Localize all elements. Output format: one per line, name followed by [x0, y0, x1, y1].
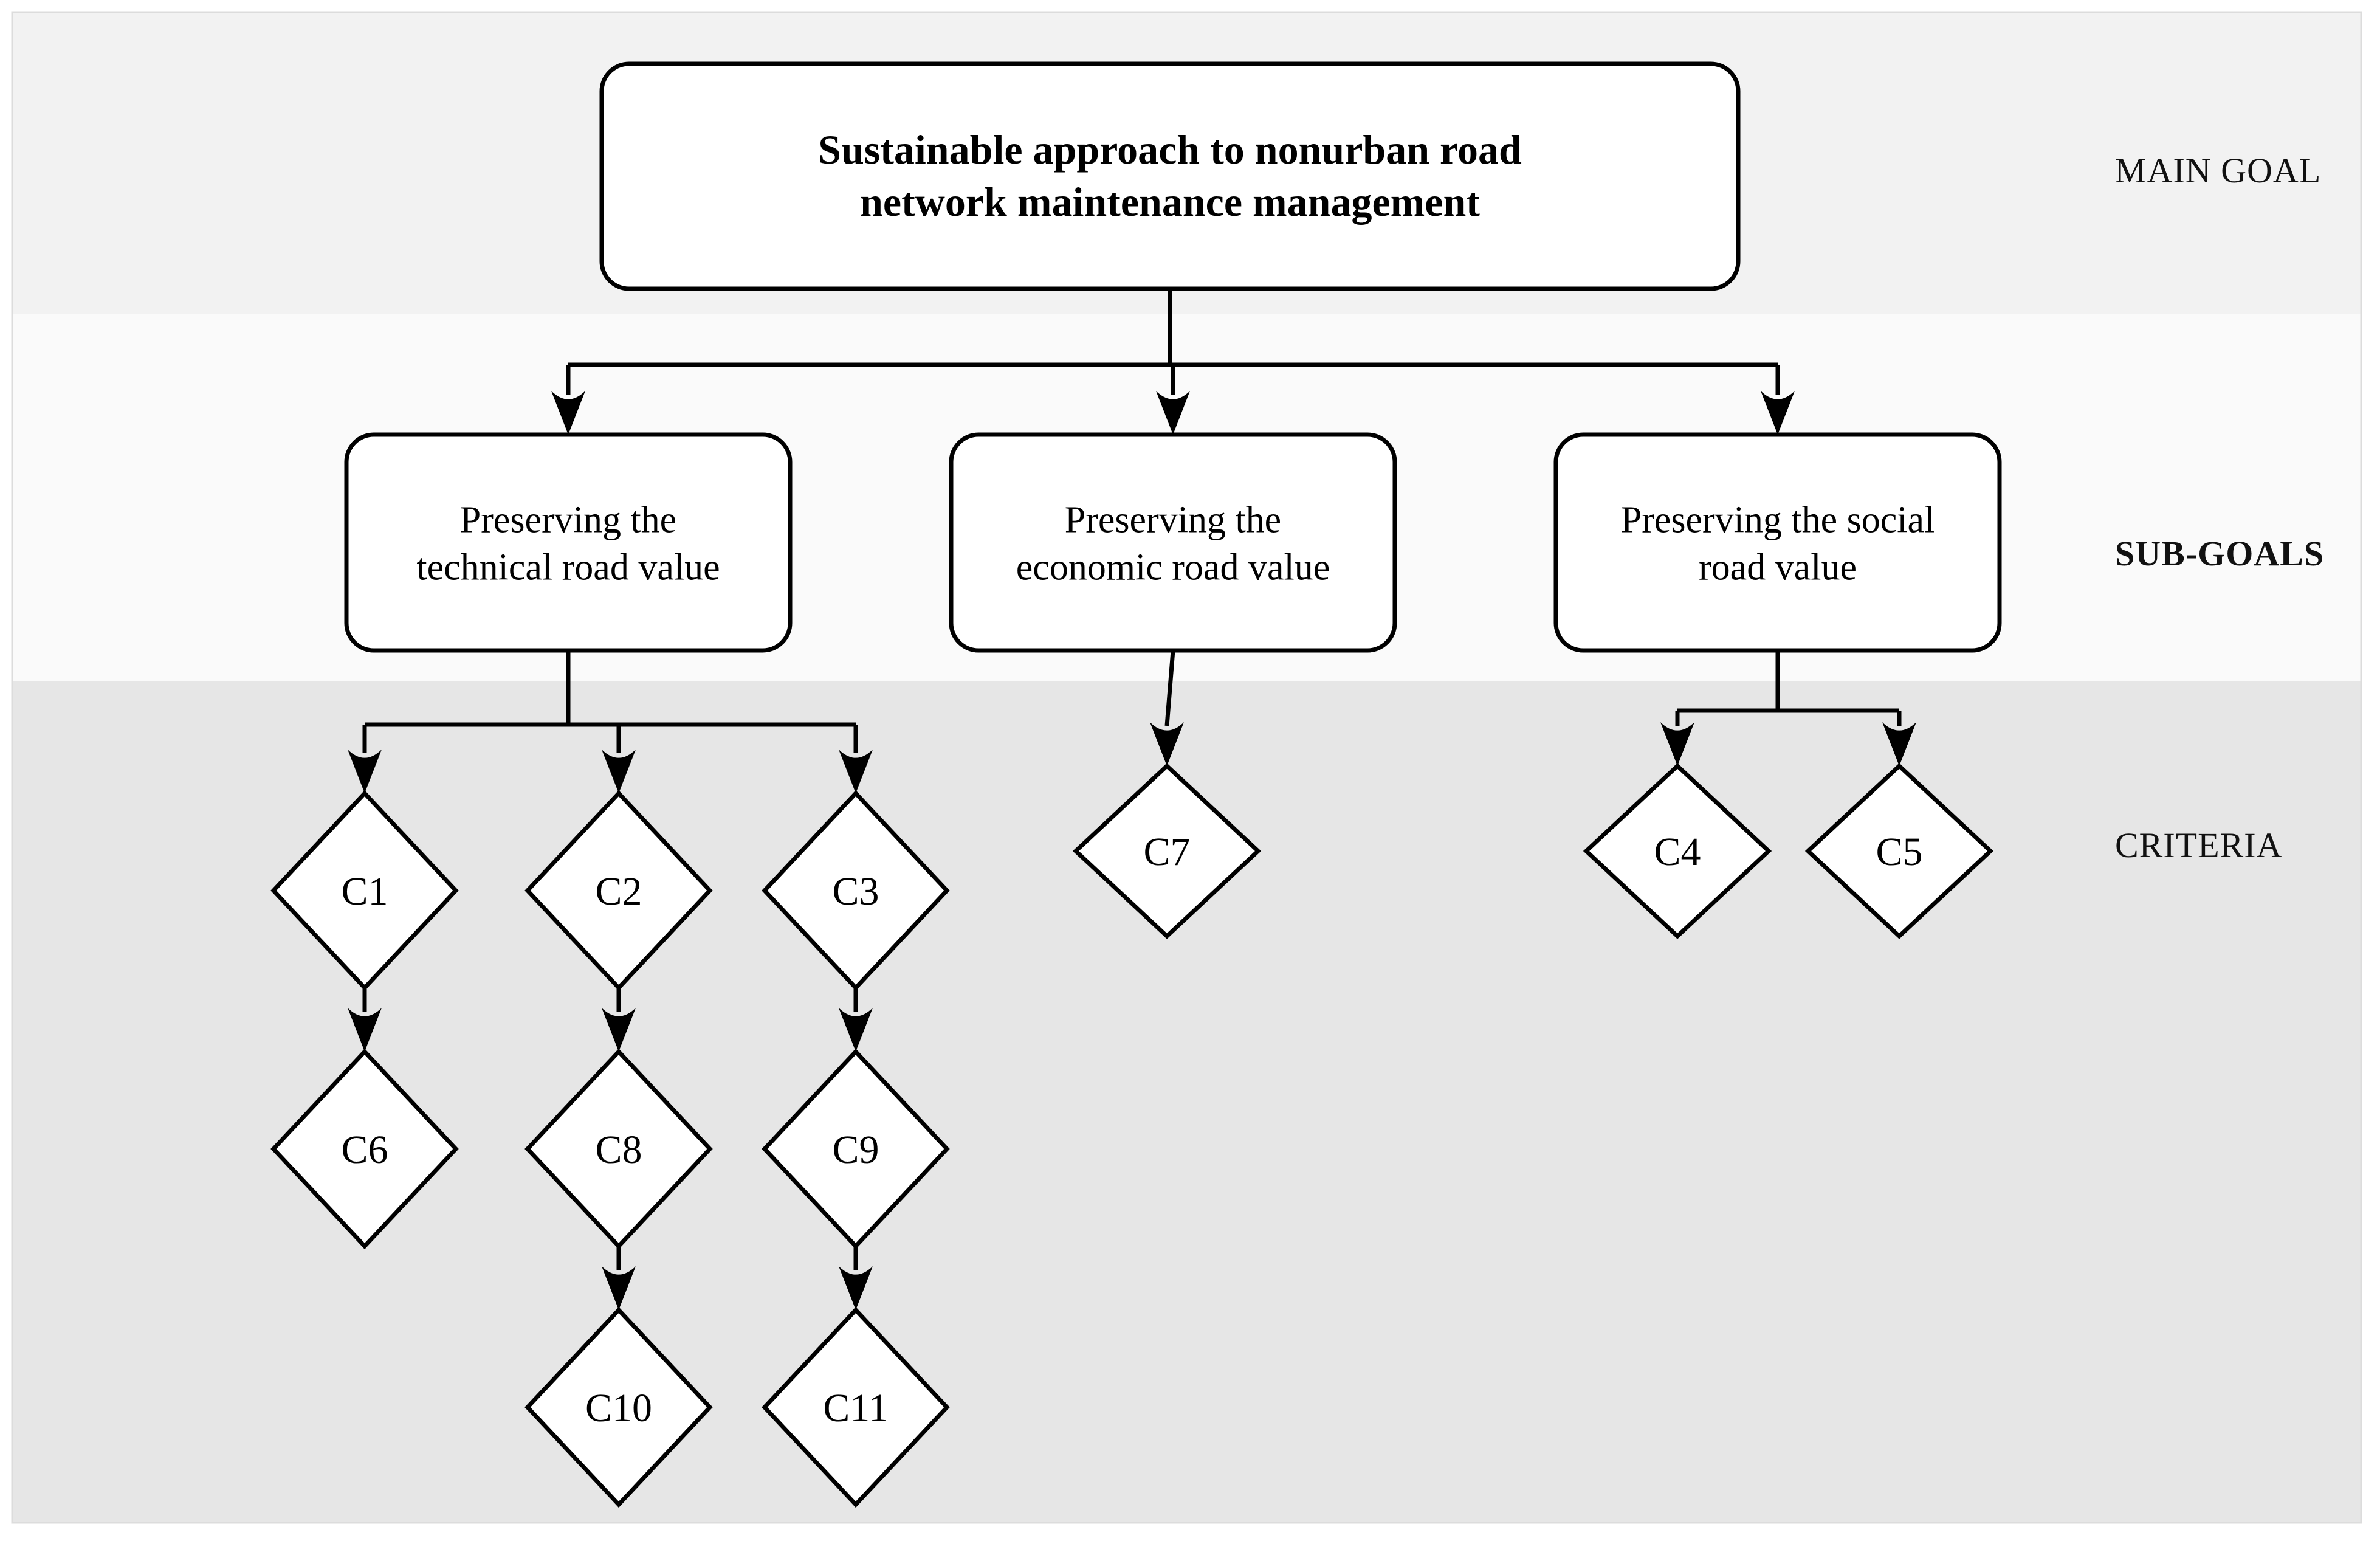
subgoal-box-technical[interactable] — [344, 432, 793, 653]
subgoal-economic-line-1: Preserving the — [1065, 500, 1281, 541]
criterion-label-c5: C5 — [1876, 830, 1922, 874]
criterion-label-c2: C2 — [595, 869, 642, 914]
node-main-goal[interactable]: Sustainable approach to nonurban road ne… — [599, 61, 1741, 291]
criterion-node-c2[interactable]: C2 — [524, 790, 713, 991]
criterion-label-c9: C9 — [832, 1128, 879, 1172]
criterion-label-c10: C10 — [585, 1386, 652, 1430]
arrowhead-c1-to-c6 — [348, 1008, 382, 1052]
subgoal-technical-line-2: technical road value — [416, 547, 720, 588]
criterion-label-c1: C1 — [341, 869, 388, 914]
main-goal-box[interactable] — [599, 61, 1741, 291]
criterion-node-c1[interactable]: C1 — [270, 790, 459, 991]
criterion-diamond-c5[interactable] — [1804, 763, 1994, 939]
arrowhead-sg1-to-c2 — [602, 750, 636, 793]
criterion-diamond-c2[interactable] — [524, 790, 713, 991]
criterion-label-c4: C4 — [1654, 830, 1701, 874]
main-goal-line-2: network maintenance management — [860, 179, 1480, 225]
arrowhead-goal-to-sg2 — [1156, 391, 1190, 435]
criterion-node-c9[interactable]: C9 — [762, 1048, 950, 1250]
subgoal-economic-line-2: economic road value — [1016, 547, 1330, 588]
arrowhead-c2-to-c8 — [602, 1008, 636, 1052]
criterion-diamond-c4[interactable] — [1583, 763, 1772, 939]
subgoal-social-line-1: Preserving the social — [1621, 500, 1935, 541]
arrowhead-c8-to-c10 — [602, 1266, 636, 1310]
arrowhead-goal-to-sg3 — [1761, 391, 1795, 435]
criterion-node-c6[interactable]: C6 — [270, 1048, 459, 1250]
subgoal-social-line-2: road value — [1699, 547, 1857, 588]
criterion-node-c5[interactable]: C5 — [1804, 763, 1994, 939]
criterion-diamond-c11[interactable] — [762, 1306, 950, 1508]
node-subgoal-technical[interactable]: Preserving the technical road value — [344, 432, 793, 653]
arrowhead-c3-to-c9 — [839, 1008, 873, 1052]
arrowhead-sg3-to-c5 — [1882, 722, 1916, 766]
criterion-node-c4[interactable]: C4 — [1583, 763, 1772, 939]
connector-sg2-to-c7 — [1164, 650, 1175, 726]
connector-layer — [348, 289, 1916, 1310]
arrowhead-sg1-to-c1 — [348, 750, 382, 793]
main-goal-line-1: Sustainable approach to nonurban road — [818, 126, 1522, 173]
criterion-node-c7[interactable]: C7 — [1072, 763, 1262, 939]
criterion-diamond-c10[interactable] — [524, 1306, 713, 1508]
criterion-diamond-c8[interactable] — [524, 1048, 713, 1250]
criterion-node-c11[interactable]: C11 — [762, 1306, 950, 1508]
subgoal-technical-line-1: Preserving the — [460, 500, 676, 541]
node-subgoal-social[interactable]: Preserving the social road value — [1553, 432, 2002, 653]
criterion-node-c10[interactable]: C10 — [524, 1306, 713, 1508]
band-label-main-goal: MAIN GOAL — [2115, 151, 2321, 190]
criterion-diamond-c9[interactable] — [762, 1048, 950, 1250]
criterion-diamond-c7[interactable] — [1072, 763, 1262, 939]
band-label-criteria: CRITERIA — [2115, 826, 2282, 865]
subgoal-box-social[interactable] — [1553, 432, 2002, 653]
arrowhead-sg2-to-c7 — [1150, 722, 1184, 766]
node-subgoal-economic[interactable]: Preserving the economic road value — [949, 432, 1397, 653]
criterion-label-c11: C11 — [823, 1386, 889, 1430]
band-label-sub-goals: SUB-GOALS — [2115, 534, 2324, 573]
criterion-label-c6: C6 — [341, 1128, 388, 1172]
criterion-label-c7: C7 — [1143, 830, 1190, 874]
subgoal-box-economic[interactable] — [949, 432, 1397, 653]
criterion-node-c8[interactable]: C8 — [524, 1048, 713, 1250]
criterion-node-c3[interactable]: C3 — [762, 790, 950, 991]
criterion-label-c3: C3 — [832, 869, 879, 914]
criterion-diamond-c6[interactable] — [270, 1048, 459, 1250]
criterion-label-c8: C8 — [595, 1128, 642, 1172]
arrowhead-sg1-to-c3 — [839, 750, 873, 793]
criterion-diamond-c3[interactable] — [762, 790, 950, 991]
criterion-diamond-c1[interactable] — [270, 790, 459, 991]
arrowhead-sg3-to-c4 — [1660, 722, 1694, 766]
diagram-frame — [11, 11, 2362, 1524]
arrowhead-goal-to-sg1 — [551, 391, 585, 435]
arrowhead-c9-to-c11 — [839, 1266, 873, 1310]
